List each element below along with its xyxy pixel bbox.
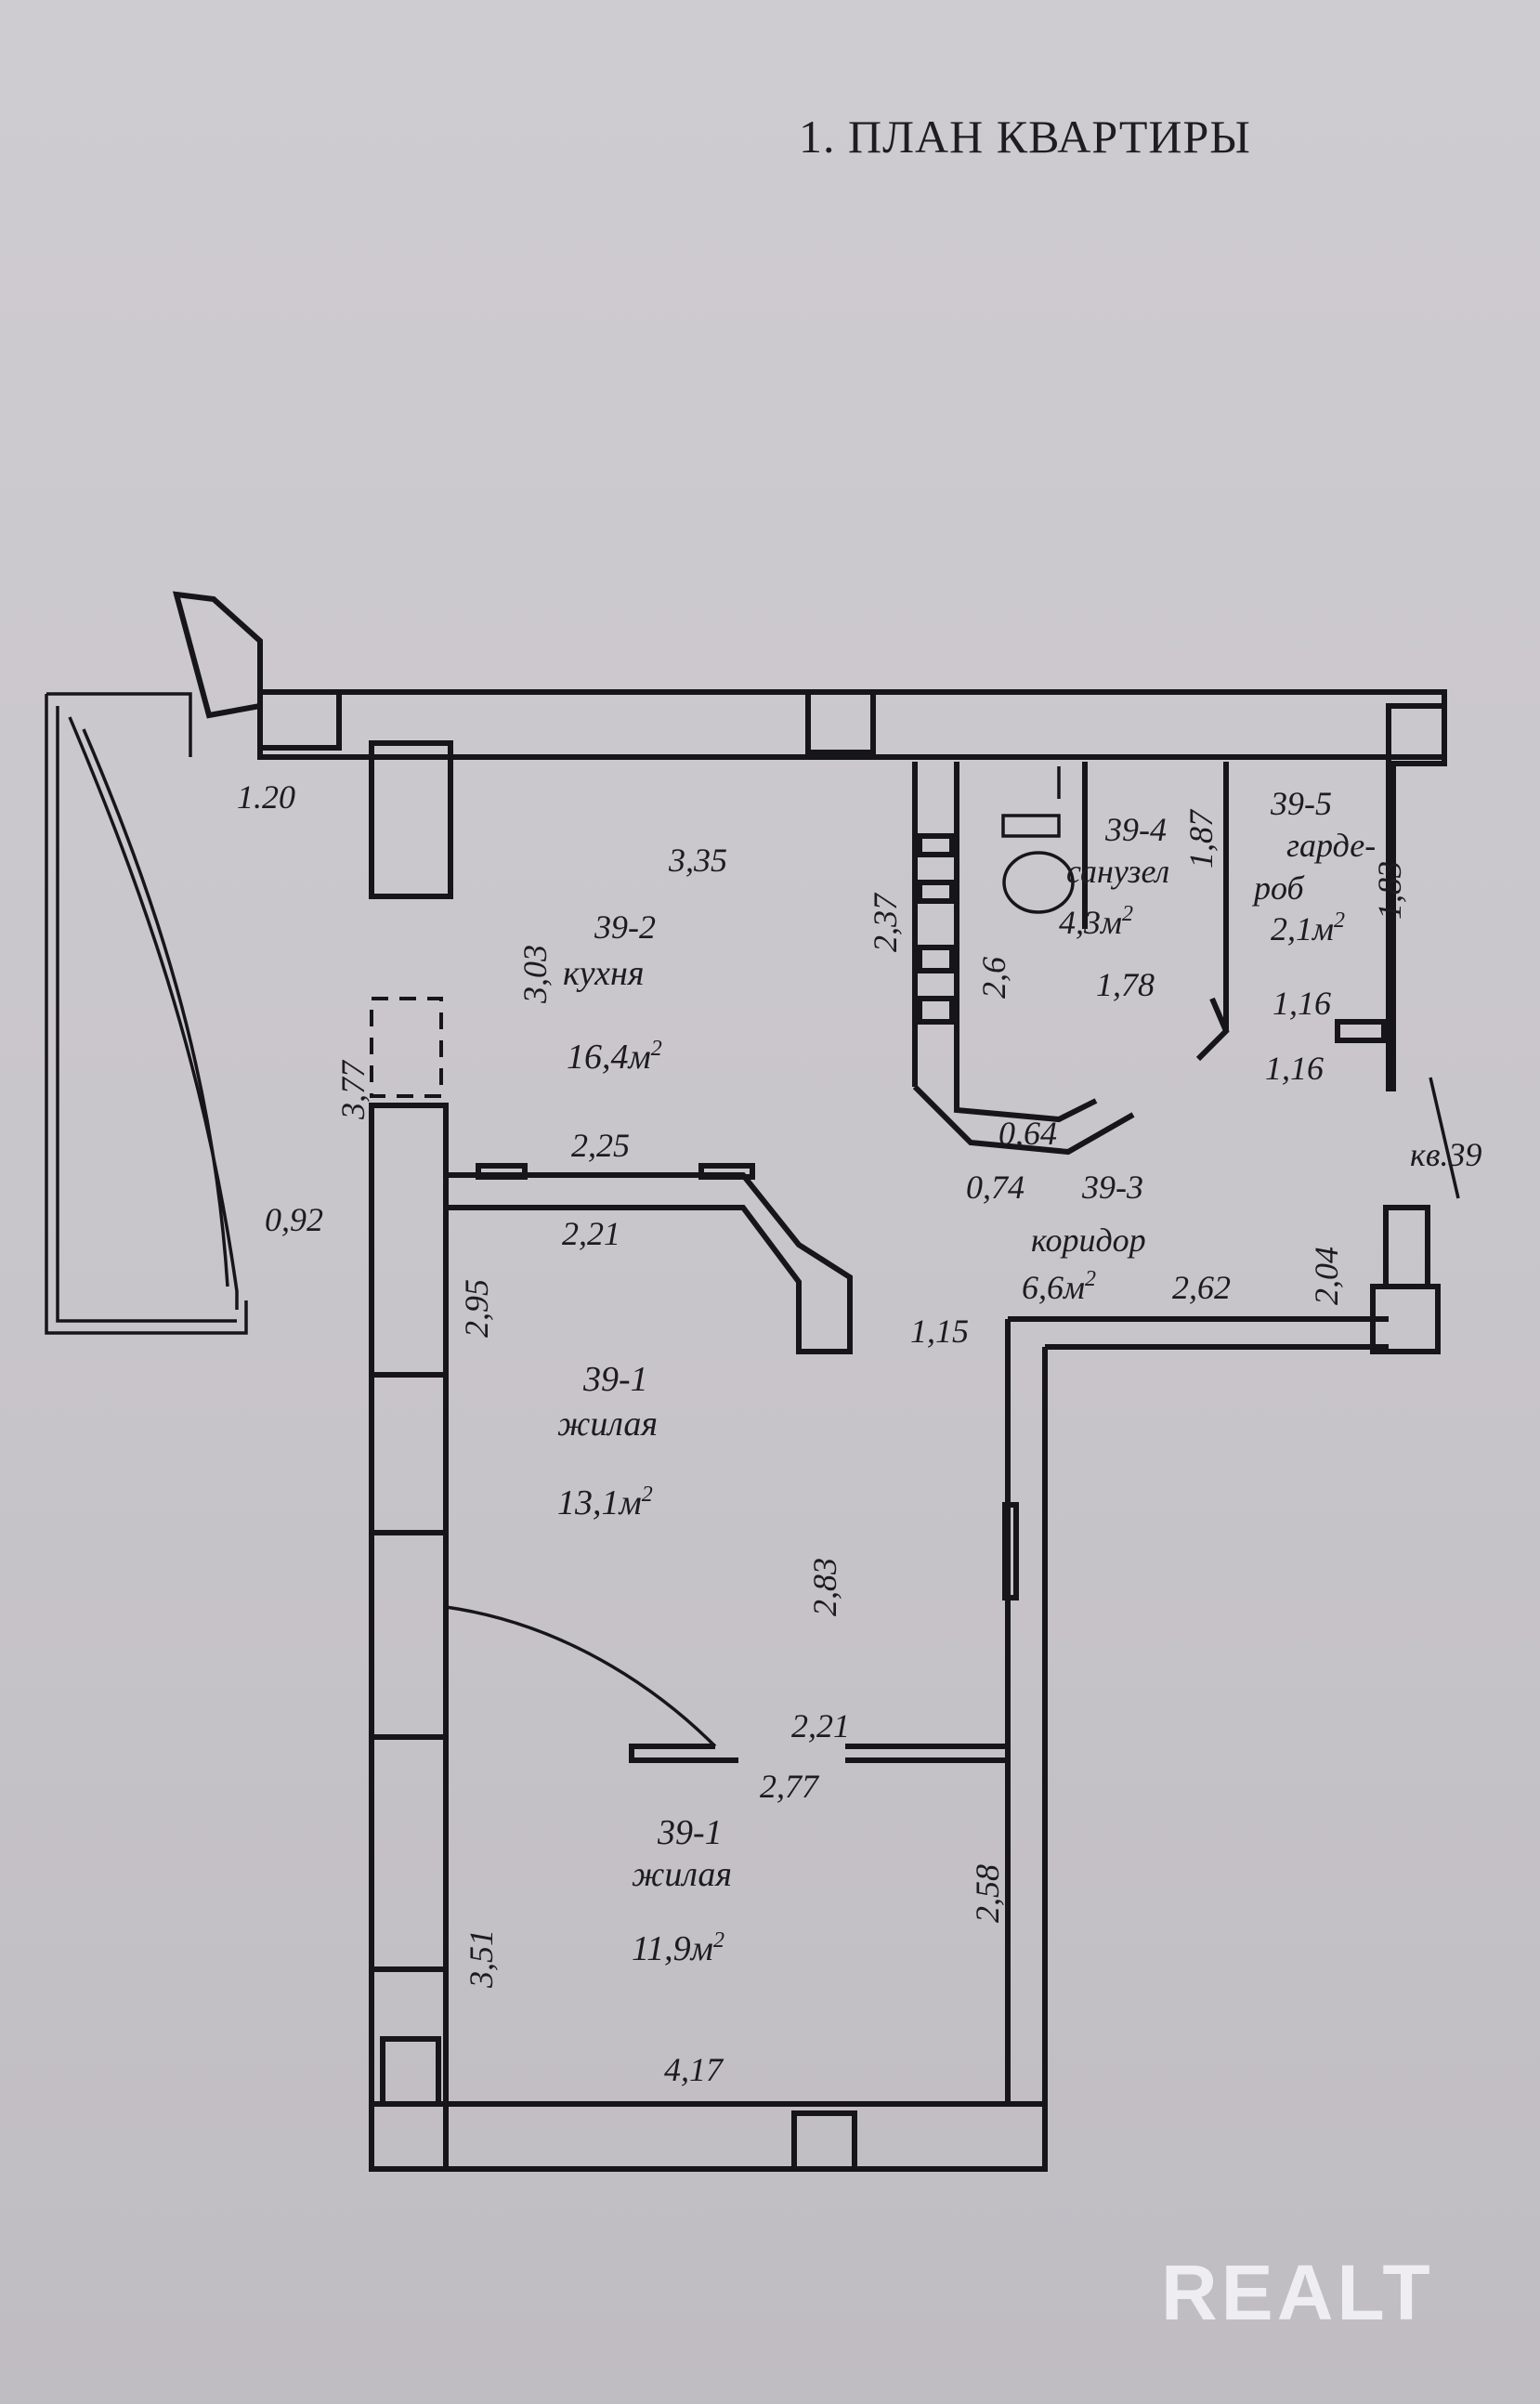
dim-wardrobe-w1: 1,16	[1272, 985, 1331, 1022]
dim-balcony-top: 1.20	[237, 778, 295, 816]
kitchen-opening	[370, 997, 443, 1098]
dim-bath-right: 1,87	[1182, 808, 1220, 869]
dim-living2-left: 3,51	[463, 1929, 500, 1989]
living1-code: 39-1	[582, 1360, 648, 1399]
corridor-code: 39-3	[1081, 1169, 1143, 1206]
partition-walls	[445, 762, 1396, 1763]
kitchen-area-value: 16,4м	[567, 1038, 651, 1077]
living1-area-value: 13,1м	[557, 1483, 642, 1522]
dim-living1-left: 2,95	[458, 1279, 495, 1338]
living2-code: 39-1	[657, 1813, 723, 1852]
wardrobe-name-2: роб	[1251, 869, 1306, 907]
apartment-label: кв.39	[1410, 1136, 1481, 1173]
bath-code: 39-4	[1104, 811, 1167, 848]
corridor-name: коридор	[1031, 1222, 1146, 1259]
corridor-area-sup: 2	[1085, 1267, 1096, 1291]
living1-area: 13,1м2	[557, 1483, 653, 1522]
dim-bath-width: 1,78	[1096, 966, 1155, 1003]
balcony	[45, 591, 263, 1335]
dim-corridor-b: 0,74	[966, 1169, 1024, 1206]
wardrobe-area-value: 2,1м	[1271, 910, 1334, 947]
bath-area-value: 4,3м	[1059, 904, 1122, 941]
kitchen-area: 16,4м2	[567, 1037, 662, 1077]
page-title: 1. ПЛАН КВАРТИРЫ	[799, 111, 1251, 163]
dim-bath-inner: 2,6	[975, 957, 1012, 999]
dim-living1-right: 2,83	[806, 1558, 843, 1616]
living2-area-value: 11,9м	[632, 1929, 713, 1968]
realt-watermark: REALT	[1161, 2249, 1434, 2336]
living1-name: жилая	[557, 1405, 658, 1444]
bath-name: санузел	[1066, 853, 1169, 890]
dim-living2-top-b: 2,77	[760, 1768, 820, 1805]
dim-kitchen-left: 3,77	[334, 1059, 372, 1120]
dim-wardrobe-right: 1,83	[1371, 861, 1408, 920]
corridor-area-value: 6,6м	[1022, 1269, 1085, 1306]
dim-corridor-d: 2,04	[1308, 1247, 1345, 1305]
dim-living1-top: 2,21	[562, 1215, 620, 1252]
dim-living2-right: 2,58	[969, 1864, 1006, 1923]
wardrobe-code: 39-5	[1270, 785, 1332, 822]
dim-wardrobe-w2: 1,16	[1265, 1050, 1324, 1087]
dim-living2-bottom: 4,17	[664, 2051, 724, 2088]
dim-corridor-a: 0,64	[998, 1115, 1057, 1152]
kitchen-name: кухня	[563, 954, 645, 993]
living2-area: 11,9м2	[632, 1928, 724, 1968]
kitchen-name-text: кухня	[563, 954, 645, 993]
dim-kitchen-top: 3,35	[668, 842, 727, 879]
kitchen-area-sup: 2	[651, 1037, 662, 1061]
living2-name: жилая	[632, 1855, 732, 1894]
living1-area-sup: 2	[642, 1483, 653, 1507]
dim-bath-left: 2,37	[867, 892, 904, 952]
corridor-area: 6,6м2	[1022, 1267, 1096, 1306]
dim-corridor-c: 2,62	[1172, 1269, 1231, 1306]
dim-living2-top-a: 2,21	[791, 1707, 850, 1744]
bath-area: 4,3м2	[1059, 902, 1133, 941]
bath-area-sup: 2	[1122, 902, 1133, 926]
dim-balcony-left: 0,92	[265, 1201, 323, 1238]
wardrobe-area-sup: 2	[1334, 908, 1345, 933]
living2-area-sup: 2	[713, 1928, 724, 1953]
wardrobe-name-1: гарде-	[1286, 827, 1376, 864]
dim-kitchen-side: 3,03	[516, 945, 554, 1004]
wardrobe-area: 2,1м2	[1271, 908, 1345, 947]
dim-kitchen-bottom: 2,25	[571, 1127, 630, 1164]
exterior-walls	[257, 689, 1460, 2172]
kitchen-code: 39-2	[594, 908, 656, 946]
dim-living1-door: 1,15	[910, 1313, 969, 1350]
